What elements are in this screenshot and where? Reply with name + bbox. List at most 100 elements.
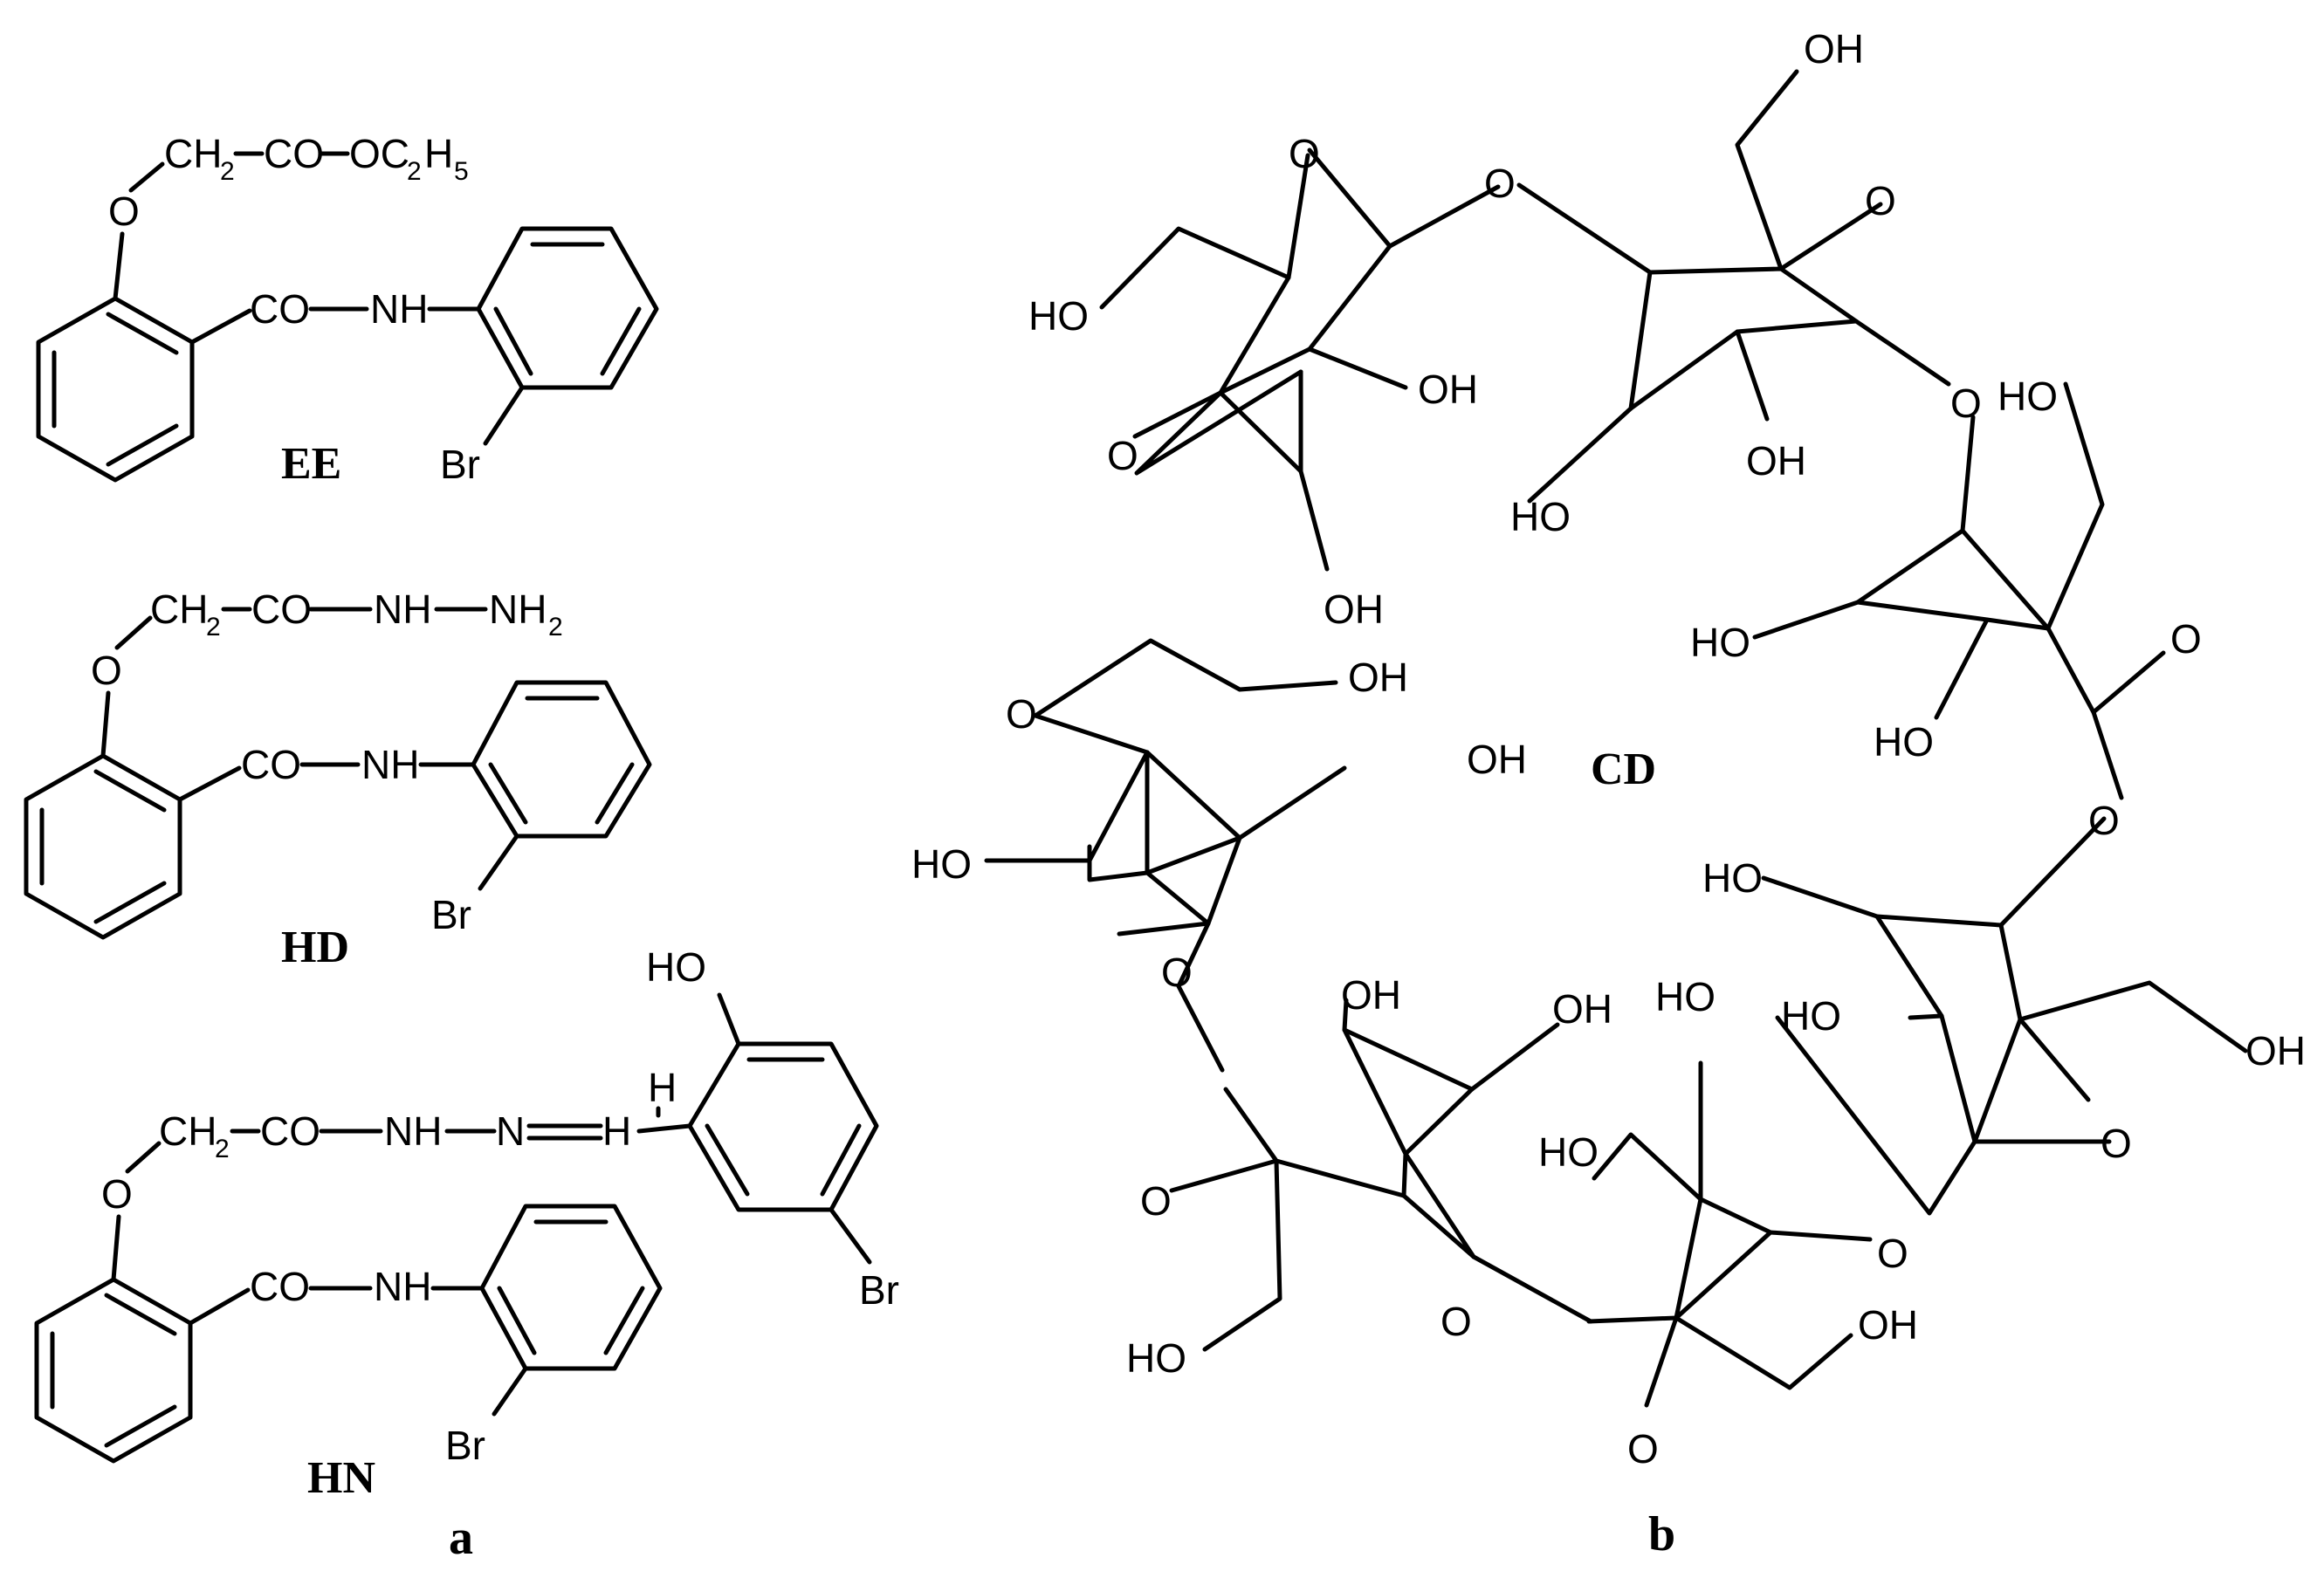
ee-atom-br: Br <box>440 442 480 487</box>
cd-atom-o: O <box>1289 131 1320 176</box>
ee-sub-5: 5 <box>454 157 469 186</box>
hn-sub-2: 2 <box>215 1135 230 1163</box>
cd-atom-o: O <box>2088 798 2120 843</box>
cd-atom-oh: OH <box>2245 1028 2306 1074</box>
structure-hn: O CH 2 CO NH N H H HO Br CO NH B <box>34 944 899 1503</box>
cd-ring-bond <box>1939 1013 1977 1144</box>
hd-bond <box>177 765 242 802</box>
cd-ring-bond <box>1778 202 1883 271</box>
hn-bond <box>111 1214 121 1282</box>
label-hn: HN <box>307 1453 375 1503</box>
hn-atom-ch: CH <box>159 1108 217 1154</box>
cd-atom-ho: HO <box>1702 855 1763 901</box>
cd-ring-bond <box>1761 816 2107 928</box>
cd-ring-bond <box>1087 844 1225 1073</box>
cd-atom-ho: HO <box>1126 1335 1186 1381</box>
cd-atom-oh: OH <box>1804 26 1864 72</box>
cd-hydroxymethyl-bond <box>1099 226 1291 310</box>
cd-atom-ho: HO <box>1874 719 1934 765</box>
panel-label-a: a <box>449 1511 473 1565</box>
hn-atom-br: Br <box>445 1423 485 1468</box>
hn-atom-n: N <box>496 1108 525 1154</box>
hd-atom-nh: NH <box>374 587 431 632</box>
hn-double-bond <box>820 1123 862 1197</box>
cd-hydroxymethyl-bond <box>1674 1315 1853 1390</box>
cd-atom-ho: HO <box>1690 620 1750 665</box>
cd-atom-o: O <box>1627 1426 1659 1472</box>
hd-atom-co: CO <box>241 742 301 787</box>
ee-atom-h: H <box>424 131 453 176</box>
hd-benzene-ring-right <box>471 680 652 839</box>
hn-bond <box>829 1207 872 1265</box>
cd-atom-o: O <box>2170 616 2202 662</box>
cd-ring-bond <box>1169 1158 1279 1193</box>
ee-double-bond <box>106 312 179 355</box>
hn-benzene-ring-salicyl <box>687 1041 879 1212</box>
cd-ring-bond <box>1960 528 2124 800</box>
cd-ring-bond <box>1145 750 1242 840</box>
hn-double-bond <box>497 1286 537 1355</box>
cd-hydroxymethyl-bond <box>2046 381 2105 631</box>
cd-atom-o: O <box>1440 1299 1472 1344</box>
cd-atom-o: O <box>1950 381 1982 426</box>
hn-atom-o: O <box>101 1171 133 1217</box>
cd-ring-bond <box>2018 1017 2091 1102</box>
hd-benzene-ring-left <box>24 753 182 940</box>
cd-atom-o: O <box>1140 1178 1172 1224</box>
hd-atom-ch: CH <box>150 587 208 632</box>
hn-atom-ho: HO <box>646 944 706 990</box>
cd-ring-bond <box>1855 600 2051 631</box>
cd-atom-ho: HO <box>1781 993 1841 1039</box>
ee-double-bond <box>106 423 179 467</box>
cd-ring-bond <box>2091 650 2166 715</box>
hd-double-bond <box>488 762 528 825</box>
hd-atom-o: O <box>91 648 122 693</box>
hn-atom-nh: NH <box>384 1108 442 1154</box>
cd-atom-oh: OH <box>1348 655 1408 700</box>
cd-atom-ho: HO <box>1997 374 2058 419</box>
hd-sub-2: 2 <box>548 613 563 641</box>
ee-benzene-ring-left <box>36 296 195 483</box>
cd-atom-ho: HO <box>1655 974 1715 1019</box>
cd-ring-bond <box>1698 1060 1873 1242</box>
cd-bond <box>1117 921 1211 937</box>
cd-bond <box>1307 346 1408 390</box>
cd-ring-bond <box>1752 415 1976 640</box>
cd-ring-bond <box>1342 1022 1593 1324</box>
hd-bond <box>100 690 111 758</box>
cd-atom-oh: OH <box>1467 737 1527 782</box>
cd-hydroxymethyl-bond <box>2018 980 2248 1053</box>
hd-bond <box>478 834 519 891</box>
hn-bond <box>636 1123 692 1134</box>
hn-double-bond <box>104 1404 177 1448</box>
ee-double-bond <box>493 306 533 376</box>
ee-atom-o: O <box>108 189 140 234</box>
cd-atom-oh: OH <box>1746 438 1806 484</box>
cd-ring-bond <box>1586 1315 1679 1324</box>
hd-atom-co: CO <box>251 587 312 632</box>
cd-ring-bond <box>1628 319 1859 411</box>
cd-atom-oh: OH <box>1324 587 1384 632</box>
ee-double-bond <box>600 306 642 376</box>
ee-atom-co: CO <box>264 131 324 176</box>
cd-bond <box>1298 469 1330 572</box>
cd-ring-bond <box>1033 638 1338 718</box>
cd-bond <box>1132 390 1223 439</box>
label-ee: EE <box>281 439 341 489</box>
cd-ring-bond <box>1401 1151 1408 1198</box>
cd-ring-bond <box>1223 1087 1476 1259</box>
ee-sub-2: 2 <box>220 157 235 186</box>
hn-atom-nh: NH <box>374 1264 431 1309</box>
ee-sub-2: 2 <box>407 157 422 186</box>
ee-bond <box>128 161 165 193</box>
hn-benzene-ring-right <box>479 1204 663 1371</box>
hn-atom-co: CO <box>250 1264 310 1309</box>
cd-hydroxymethyl-bond <box>984 750 1150 863</box>
cd-atom-oh: OH <box>1341 972 1401 1018</box>
cd-ring-bond <box>1403 1087 1475 1156</box>
label-cd: CD <box>1591 744 1656 794</box>
cd-atom-oh: OH <box>1552 986 1612 1032</box>
hd-atom-nh: NH <box>361 742 419 787</box>
cd-ring-bond <box>1218 369 1303 474</box>
